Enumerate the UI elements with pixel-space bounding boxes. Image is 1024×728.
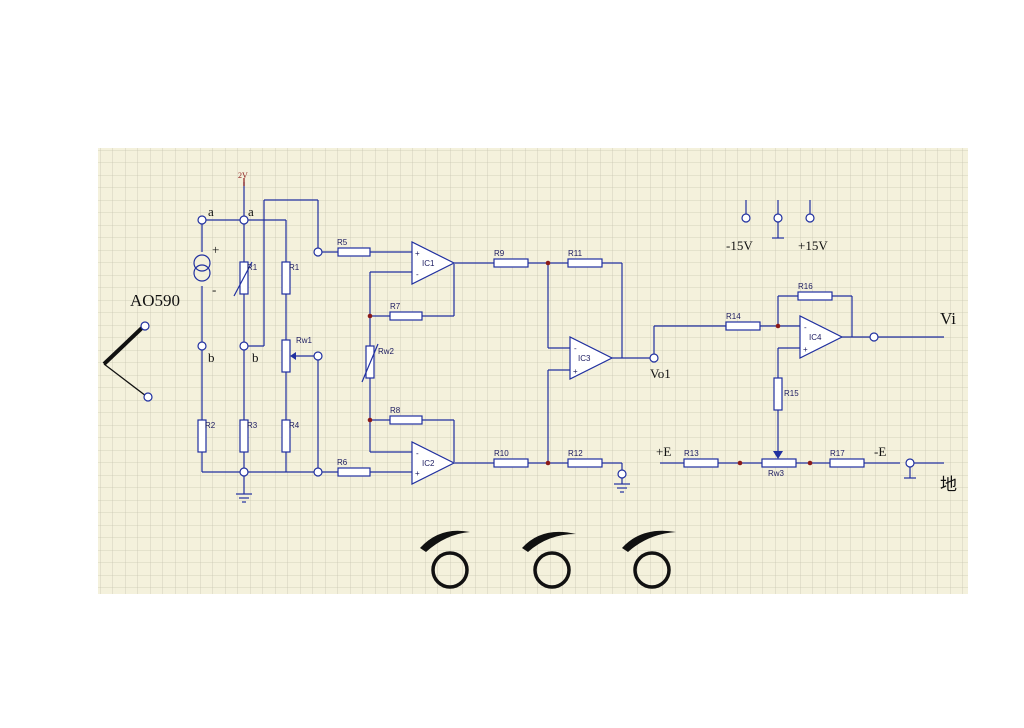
label-node-b1: b — [208, 350, 215, 365]
resistor-r2 — [197, 419, 207, 453]
label-ic3: IC3 — [578, 354, 591, 363]
label-plus-e: +E — [656, 444, 671, 459]
terminal-b2 — [239, 341, 249, 351]
resistor-r12 — [567, 458, 603, 468]
opamp-ic2 — [411, 441, 456, 485]
label-ic2: IC2 — [422, 459, 435, 468]
label-neg15: -15V — [726, 238, 753, 253]
label-rw2: Rw2 — [378, 347, 395, 356]
terminal-r6-in — [313, 467, 323, 477]
input-stage — [322, 247, 455, 477]
label-r10: R10 — [494, 449, 509, 458]
label-r12: R12 — [568, 449, 583, 458]
terminal-r12-ground — [617, 469, 627, 479]
ic4-minus: - — [804, 323, 807, 332]
label-r2: R2 — [205, 421, 216, 430]
resistor-r1b — [281, 261, 291, 295]
ic3-minus: - — [574, 344, 577, 353]
opamp-ic3 — [569, 336, 614, 380]
label-ic4: IC4 — [809, 333, 822, 342]
ic2-plus: + — [415, 469, 420, 478]
label-sensor: AO590 — [130, 291, 180, 310]
label-r4: R4 — [289, 421, 300, 430]
resistor-r4 — [281, 419, 291, 453]
label-minus-e: -E — [874, 444, 886, 459]
resistor-r16 — [797, 291, 833, 301]
label-r13: R13 — [684, 449, 699, 458]
rw3-wiper-arrow — [773, 451, 783, 459]
label-r9: R9 — [494, 249, 505, 258]
label-rw3: Rw3 — [768, 469, 785, 478]
label-pos15: +15V — [798, 238, 828, 253]
opamp-ic1 — [411, 241, 456, 285]
label-r5: R5 — [337, 238, 348, 247]
opamp-ic4 — [799, 315, 844, 359]
resistor-r11 — [567, 258, 603, 268]
label-r6: R6 — [337, 458, 348, 467]
rw1-wiper-arrow — [290, 352, 296, 360]
label-r7: R7 — [390, 302, 401, 311]
label-r1a: R1 — [247, 263, 258, 272]
eye-icon-1 — [420, 530, 470, 589]
resistor-r10 — [493, 458, 529, 468]
rw2-adjust-arrow — [361, 343, 379, 383]
label-supply-2v: 2V — [238, 171, 248, 180]
power-terminals — [741, 200, 815, 239]
difference-stage — [454, 258, 650, 493]
label-rw1: Rw1 — [296, 336, 313, 345]
grid-lines — [98, 148, 968, 594]
label-source-minus: - — [212, 282, 216, 297]
resistor-r9 — [493, 258, 529, 268]
terminal-vo1 — [649, 353, 659, 363]
resistor-r15 — [773, 377, 783, 411]
label-r14: R14 — [726, 312, 741, 321]
thermistor-arrow — [233, 261, 253, 297]
terminal-ground — [905, 458, 915, 468]
resistor-r14 — [725, 321, 761, 331]
resistor-r7 — [389, 311, 423, 321]
label-r16: R16 — [798, 282, 813, 291]
ic1-minus: - — [416, 270, 419, 279]
current-source-icon — [192, 252, 212, 286]
label-vi: Vi — [940, 309, 956, 328]
resistor-rw3 — [761, 458, 797, 468]
ic1-plus: + — [415, 249, 420, 258]
label-ground-text: 地 — [940, 475, 957, 494]
label-node-a2: a — [248, 204, 254, 219]
label-r17: R17 — [830, 449, 845, 458]
terminal-vi — [869, 332, 879, 342]
resistor-r6 — [337, 467, 371, 477]
resistor-r5 — [337, 247, 371, 257]
ic3-plus: + — [573, 367, 578, 376]
ic4-plus: + — [803, 345, 808, 354]
terminal-a2 — [239, 215, 249, 225]
resistor-r13 — [683, 458, 719, 468]
label-r15: R15 — [784, 389, 799, 398]
resistor-rw1 — [281, 339, 291, 373]
terminal-rw1-wiper — [313, 351, 323, 361]
terminal-r5-in — [313, 247, 323, 257]
label-r3: R3 — [247, 421, 258, 430]
resistor-r8 — [389, 415, 423, 425]
label-r1b: R1 — [289, 263, 300, 272]
eye-icon-2 — [522, 531, 576, 589]
label-node-b2: b — [252, 350, 259, 365]
terminal-b1 — [197, 341, 207, 351]
terminal-bridge-bottom — [239, 467, 249, 477]
terminal-a1 — [197, 215, 207, 225]
label-r8: R8 — [390, 406, 401, 415]
label-r11: R11 — [568, 249, 583, 258]
label-vo1: Vo1 — [650, 366, 671, 381]
ic2-minus: - — [416, 449, 419, 458]
resistor-r17 — [829, 458, 865, 468]
label-source-plus: + — [212, 242, 219, 257]
eye-icon-3 — [622, 530, 676, 589]
label-node-a1: a — [208, 204, 214, 219]
sensor-probe-icon — [102, 321, 153, 402]
output-stage — [653, 291, 944, 479]
resistor-r3 — [239, 419, 249, 453]
label-ic1: IC1 — [422, 259, 435, 268]
